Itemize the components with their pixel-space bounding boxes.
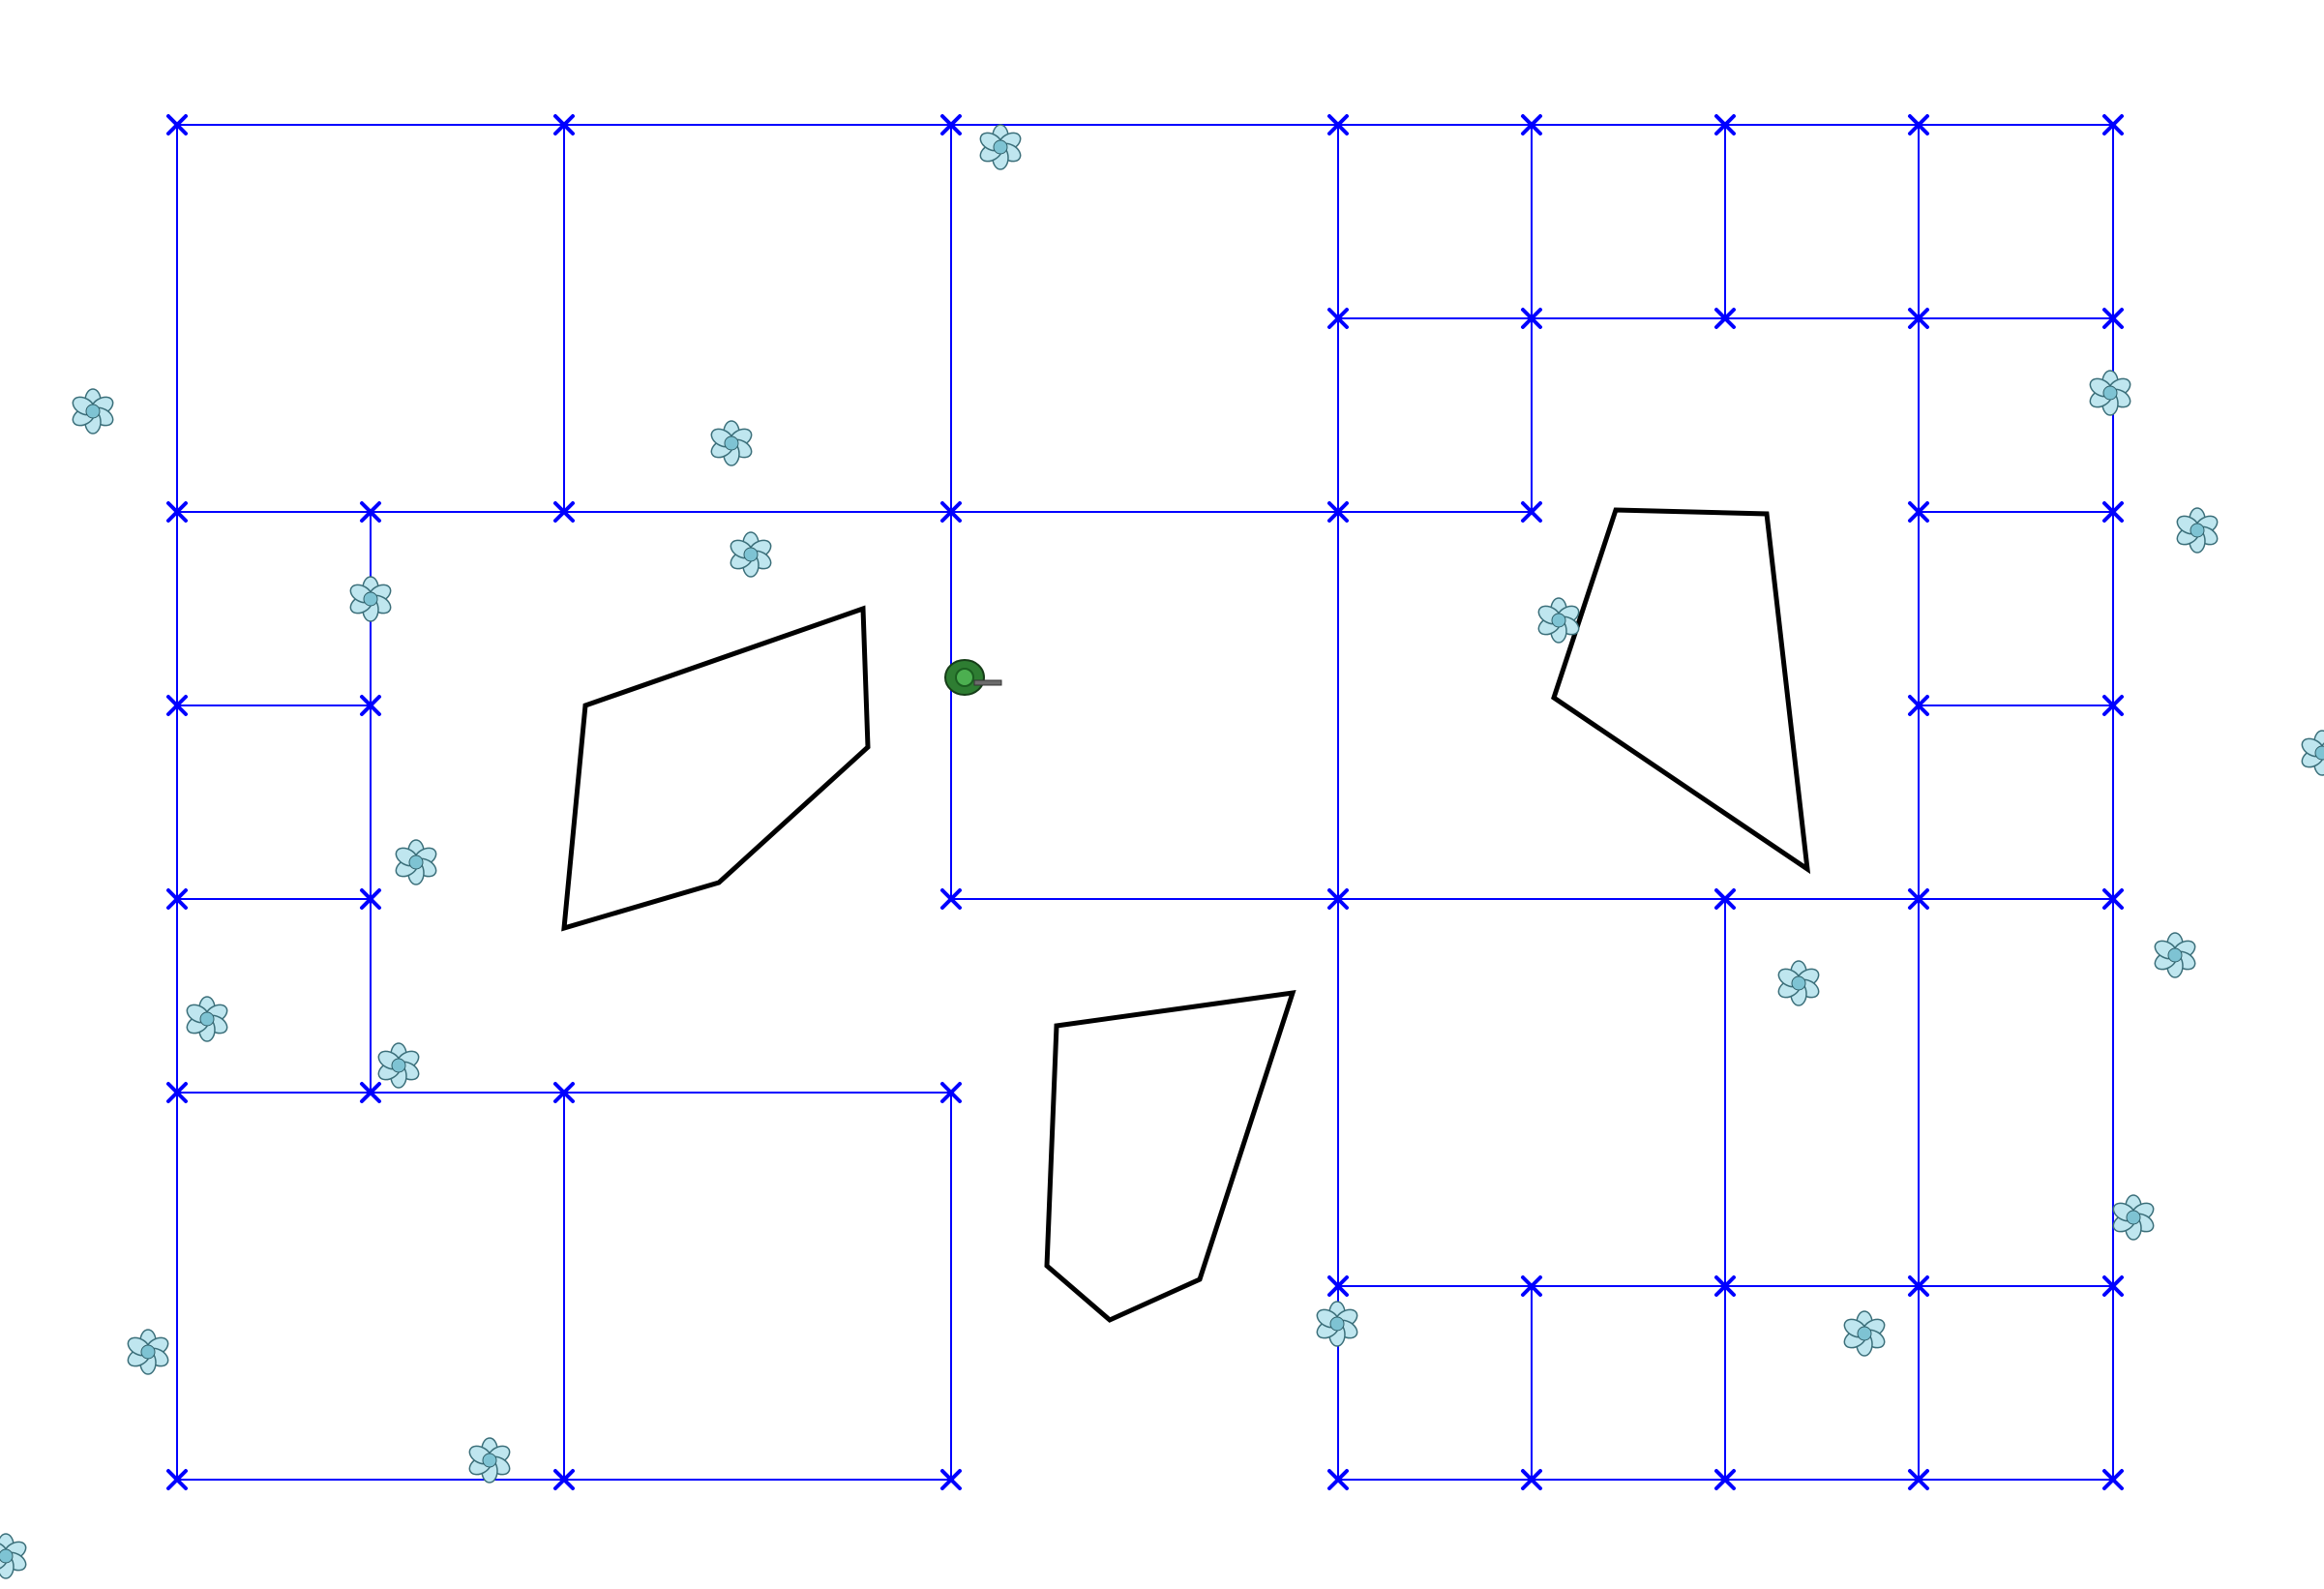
crystal-flower-icon[interactable] <box>728 531 774 578</box>
graph-node-marker <box>1908 1275 1929 1297</box>
crystal-flower-icon[interactable] <box>125 1329 171 1375</box>
crystal-flower-icon[interactable] <box>2110 1194 2157 1241</box>
obstacle-polygon <box>1044 989 1296 1323</box>
graph-node-marker <box>1908 308 1929 329</box>
obstacles <box>561 507 1811 1323</box>
graph-node-marker <box>1714 308 1736 329</box>
graph-node-marker <box>553 114 575 135</box>
nav-graph-edges <box>176 124 2114 1481</box>
pickups-layer <box>0 124 2324 1579</box>
graph-node-marker <box>1714 888 1736 910</box>
crystal-flower-icon[interactable] <box>184 996 230 1042</box>
crystal-flower-icon[interactable] <box>2152 932 2198 978</box>
crystal-flower-icon[interactable] <box>347 576 394 622</box>
crystal-flower-icon[interactable] <box>393 839 439 885</box>
graph-node-marker <box>2102 888 2124 910</box>
graph-node-marker <box>166 888 188 910</box>
graph-node-marker <box>1327 308 1349 329</box>
graph-node-marker <box>1714 1469 1736 1490</box>
graph-node-marker <box>1327 888 1349 910</box>
graph-node-marker <box>1908 1469 1929 1490</box>
graph-node-marker <box>1521 1469 1542 1490</box>
graph-node-marker <box>1327 501 1349 523</box>
obstacle-polygon <box>561 605 871 932</box>
graph-node-marker <box>360 888 381 910</box>
graph-node-marker <box>360 501 381 523</box>
graph-node-marker <box>940 888 962 910</box>
crystal-flower-icon[interactable] <box>1841 1310 1888 1357</box>
agent-soldier-icon[interactable] <box>944 659 1002 696</box>
graph-node-marker <box>940 501 962 523</box>
graph-node-marker <box>360 1082 381 1103</box>
graph-node-marker <box>166 501 188 523</box>
graph-node-marker <box>940 114 962 135</box>
crystal-flower-icon[interactable] <box>0 1533 29 1579</box>
graph-node-marker <box>2102 1469 2124 1490</box>
crystal-flower-icon[interactable] <box>466 1437 513 1484</box>
graph-node-marker <box>1521 308 1542 329</box>
graph-node-marker <box>1521 501 1542 523</box>
crystal-flower-icon[interactable] <box>708 420 755 466</box>
obstacle-polygon <box>1551 507 1811 875</box>
crystal-flower-icon[interactable] <box>375 1042 422 1089</box>
crystal-flower-icon[interactable] <box>1314 1301 1360 1347</box>
graph-node-marker <box>1327 1469 1349 1490</box>
graph-node-marker <box>166 114 188 135</box>
graph-node-marker <box>360 695 381 716</box>
crystal-flower-icon[interactable] <box>2299 730 2324 776</box>
graph-node-marker <box>2102 501 2124 523</box>
graph-node-marker <box>553 501 575 523</box>
graph-node-marker <box>2102 308 2124 329</box>
nav-graph-nodes <box>166 114 2124 1490</box>
graph-node-marker <box>1908 501 1929 523</box>
graph-node-marker <box>1714 114 1736 135</box>
graph-node-marker <box>1327 1275 1349 1297</box>
crystal-flower-icon[interactable] <box>1535 597 1582 644</box>
crystal-flower-icon[interactable] <box>70 388 116 435</box>
graph-node-marker <box>940 1082 962 1103</box>
crystal-flower-icon[interactable] <box>1775 960 1822 1006</box>
graph-node-marker <box>1327 114 1349 135</box>
graph-node-marker <box>166 1469 188 1490</box>
graph-node-marker <box>940 1469 962 1490</box>
crystal-flower-icon[interactable] <box>977 124 1024 170</box>
soldier-helmet <box>955 668 974 687</box>
graph-node-marker <box>1908 888 1929 910</box>
graph-node-marker <box>1521 1275 1542 1297</box>
graph-node-marker <box>553 1469 575 1490</box>
graph-node-marker <box>2102 1275 2124 1297</box>
crystal-flower-icon[interactable] <box>2174 507 2220 554</box>
graph-node-marker <box>166 1082 188 1103</box>
crystal-flower-icon[interactable] <box>2087 370 2133 416</box>
soldier-rifle <box>973 679 1002 686</box>
graph-node-marker <box>1908 114 1929 135</box>
graph-node-marker <box>1521 114 1542 135</box>
graph-node-marker <box>166 695 188 716</box>
graph-node-marker <box>2102 695 2124 716</box>
graph-node-marker <box>1908 695 1929 716</box>
graph-node-marker <box>553 1082 575 1103</box>
graph-node-marker <box>2102 114 2124 135</box>
graph-node-marker <box>1714 1275 1736 1297</box>
